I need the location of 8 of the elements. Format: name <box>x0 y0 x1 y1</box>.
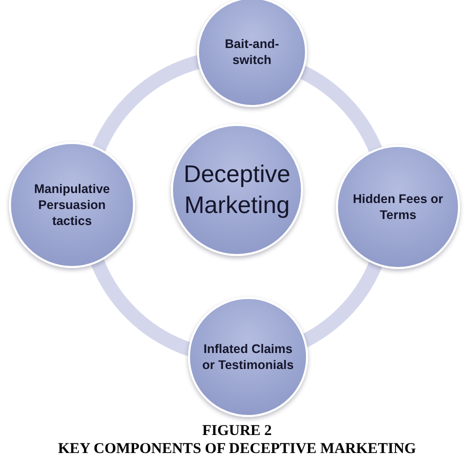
node-label: Bait-and-switch <box>224 36 280 68</box>
node-label: Deceptive Marketing <box>182 160 292 221</box>
circle-node <box>197 0 307 107</box>
node-label: Manipulative Persuasion tactics <box>33 180 111 230</box>
node-label: Inflated Claims or Testimonials <box>201 340 295 374</box>
node-label: Hidden Fees or Terms <box>352 190 444 224</box>
figure-number: FIGURE 2 <box>202 423 272 440</box>
figure-caption: KEY COMPONENTS OF DECEPTIVE MARKETING <box>58 441 416 458</box>
